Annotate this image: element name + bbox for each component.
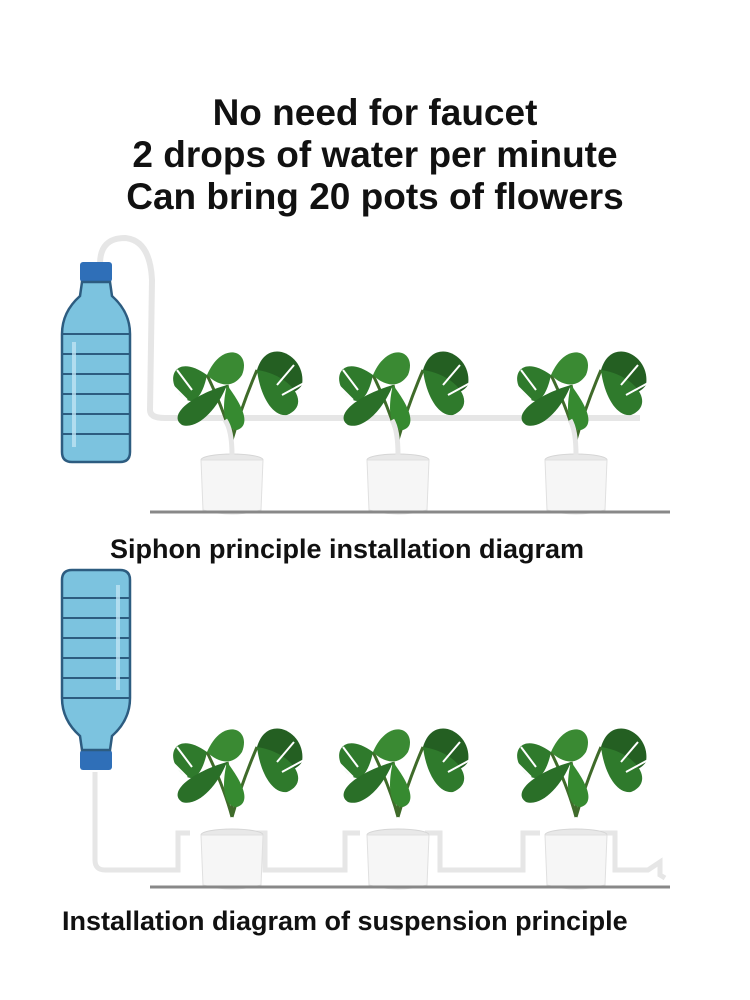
water-bottle-icon — [60, 568, 132, 772]
suspension-tube — [92, 772, 667, 881]
siphon-tube — [97, 234, 640, 421]
water-bottle-icon — [60, 260, 132, 464]
headline-line-3: Can bring 20 pots of flowers — [126, 176, 624, 217]
plant-pot-icon — [200, 453, 264, 515]
headline: No need for faucet 2 drops of water per … — [0, 92, 750, 218]
plant-icon — [514, 726, 650, 819]
plant-icon — [336, 726, 472, 819]
plant-icon — [170, 726, 306, 819]
plant-pot-icon — [544, 453, 608, 515]
headline-line-1: No need for faucet — [212, 92, 538, 133]
plant-icon — [514, 349, 650, 442]
plant-icon — [336, 349, 472, 442]
plant-pot-icon — [200, 828, 264, 890]
headline-line-2: 2 drops of water per minute — [132, 134, 618, 175]
plant-pot-icon — [544, 828, 608, 890]
plant-pot-icon — [366, 453, 430, 515]
plant-icon — [170, 349, 306, 442]
plant-pot-icon — [366, 828, 430, 890]
siphon-diagram — [60, 234, 670, 515]
suspension-caption: Installation diagram of suspension princ… — [62, 906, 628, 936]
siphon-caption: Siphon principle installation diagram — [110, 534, 585, 564]
suspension-diagram — [60, 568, 670, 890]
